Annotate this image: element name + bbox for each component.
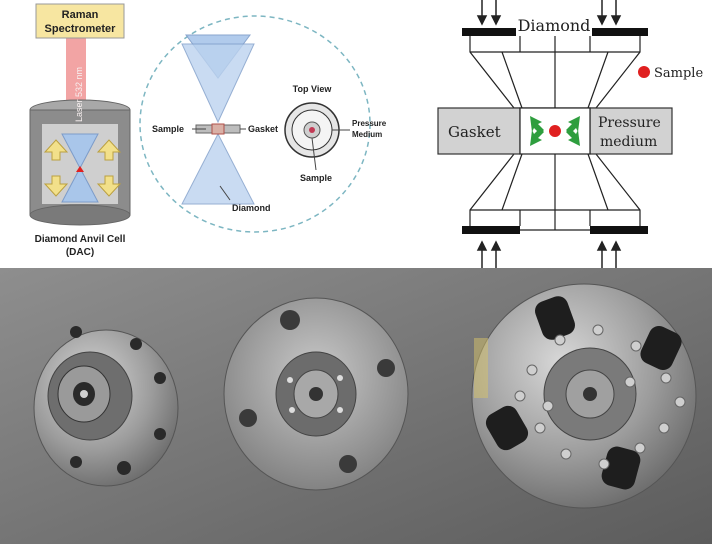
sample-dot [549, 125, 561, 137]
spectrometer-label-2: Spectrometer [45, 23, 117, 35]
dac-part-left [33, 326, 179, 487]
laser-label: Laser 532 nm [74, 67, 84, 122]
gasket-label: Gasket [448, 123, 501, 141]
inset-dashed-ellipse [139, 15, 371, 233]
top-view-sample [309, 127, 315, 133]
arrow-up-left-icon [43, 139, 69, 161]
dac-upper-diamond [61, 133, 99, 170]
dac-label-2: (DAC) [66, 247, 94, 258]
dac-photo [0, 268, 712, 544]
medium-label-2: medium [600, 134, 657, 150]
inset-gasket-label: Gasket [248, 124, 278, 134]
leader-diamond [219, 185, 231, 201]
dac-part-middle [223, 297, 409, 491]
arrow-down-left-icon [43, 175, 69, 197]
green-pressure-arrows [530, 116, 580, 146]
top-view-medium-2: Medium [352, 130, 382, 139]
inset-lower-diamond [181, 132, 255, 205]
diamond-label: Diamond [518, 16, 591, 35]
dac-part-right [471, 283, 697, 509]
inset-sample-label: Sample [152, 124, 184, 134]
top-view-sample-label: Sample [300, 173, 332, 183]
gasket-box [437, 107, 521, 155]
top-view-medium-1: Pressure [352, 119, 387, 128]
medium-label-1: Pressure [598, 115, 661, 131]
raman-dac-schematic: Raman Spectrometer Laser 532 nm Diamond … [29, 3, 387, 258]
spectrometer-label-1: Raman [62, 9, 99, 21]
dac-label-1: Diamond Anvil Cell [35, 234, 126, 245]
sample-legend-dot [638, 66, 650, 78]
bottom-seat-right [590, 226, 648, 234]
diamond-label-bg [516, 14, 592, 36]
top-view-title: Top View [293, 84, 333, 94]
top-seat-right [590, 28, 648, 36]
inset-diamond-label: Diamond [232, 203, 271, 213]
sample-legend-label: Sample [654, 66, 703, 81]
leader-top-sample [311, 137, 317, 171]
arrow-down-right-icon [96, 175, 122, 197]
dac-lower-diamond [61, 166, 99, 203]
spectrometer-box [35, 3, 125, 39]
anvil-cross-section: Diamond Sample Gasket Pressure medium [437, 0, 703, 268]
upper-diamond-outline [469, 31, 641, 109]
inset-sample-chamber [211, 123, 225, 135]
bottom-seat-left [462, 226, 520, 234]
dac-bottom-ellipse [29, 204, 131, 226]
dac-sample-marker [76, 166, 84, 172]
bottom-force-arrows [476, 240, 622, 268]
inset-upper-diamond-tip [181, 43, 255, 124]
sample-chamber [519, 107, 591, 155]
arrow-up-right-icon [96, 139, 122, 161]
top-force-arrows [476, 0, 622, 26]
top-seat-left [462, 28, 520, 36]
lower-diamond-outline [469, 153, 641, 231]
